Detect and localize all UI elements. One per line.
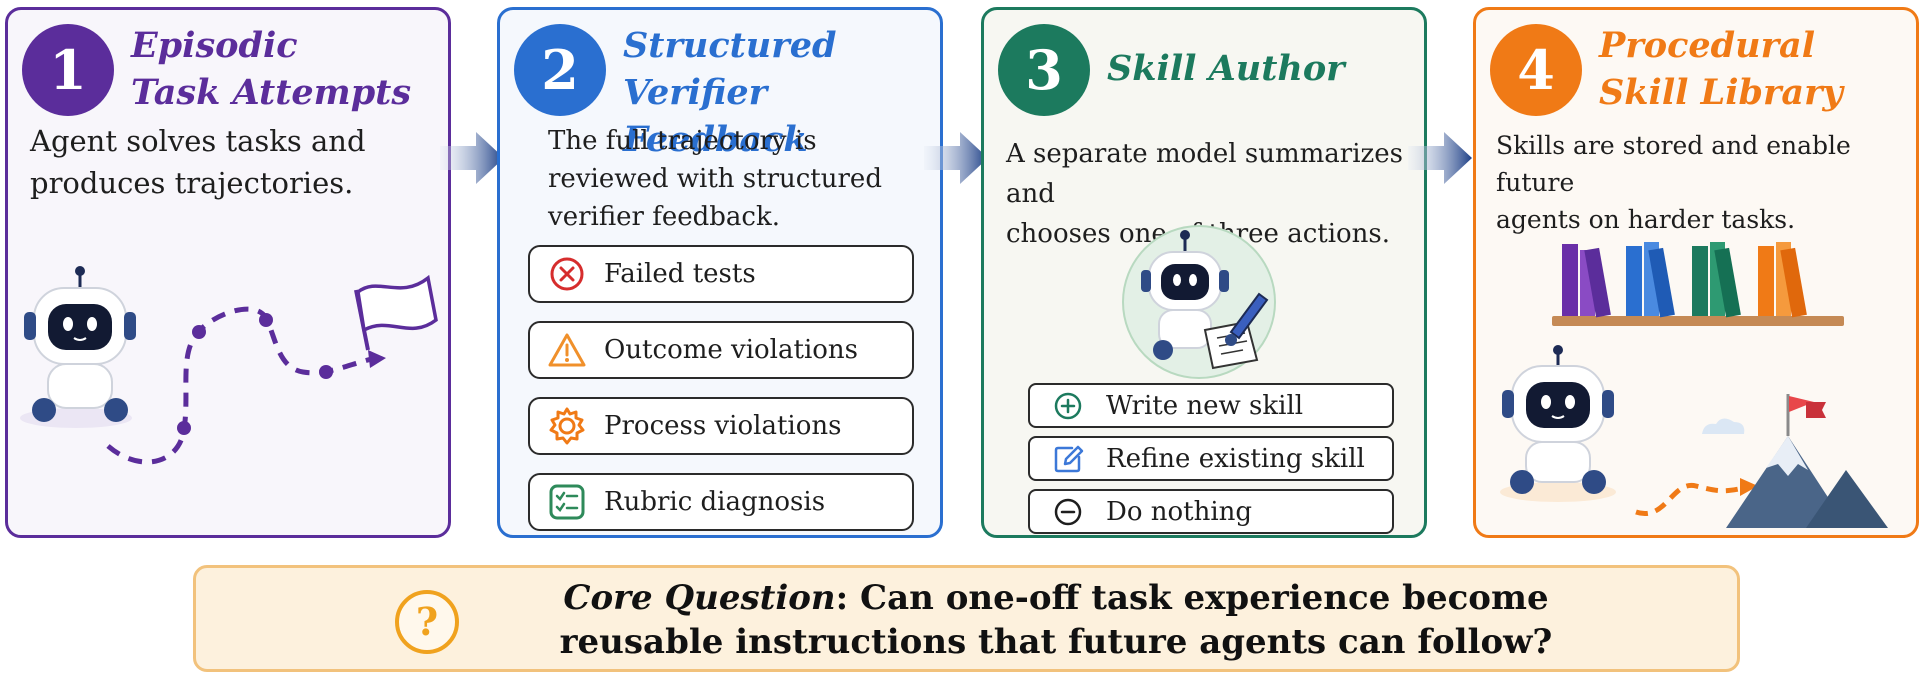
desc-line1: A separate model summarizes and bbox=[1006, 139, 1403, 209]
arrow-right-icon bbox=[1408, 132, 1472, 184]
paper-pen-icon bbox=[1203, 292, 1269, 370]
checklist-icon bbox=[549, 484, 585, 520]
panel-title: Episodic Task Attempts bbox=[131, 22, 411, 116]
flag-icon bbox=[354, 274, 438, 351]
desc-line1: Agent solves tasks and bbox=[30, 124, 366, 158]
bookshelf-icon bbox=[1552, 242, 1844, 326]
panel-title-line1: Structured bbox=[623, 25, 837, 66]
x-circle-icon bbox=[550, 257, 584, 291]
feedback-item-outcome-violations: Outcome violations bbox=[528, 321, 914, 379]
feedback-item-failed-tests: Failed tests bbox=[528, 245, 914, 303]
desc-line3: verifier feedback. bbox=[548, 202, 781, 232]
panel-skill-author: 3 Skill Author A separate model summariz… bbox=[981, 7, 1427, 538]
feedback-label: Process violations bbox=[604, 411, 842, 441]
panel-episodic-task-attempts: 1 Episodic Task Attempts Agent solves ta… bbox=[5, 7, 451, 538]
panel-title-line2: Verifier Feedback bbox=[623, 72, 808, 160]
robot-icon bbox=[1141, 230, 1229, 360]
feedback-item-process-violations: Process violations bbox=[528, 397, 914, 455]
panel-structured-verifier-feedback: 2 Structured Verifier Feedback The full … bbox=[497, 7, 943, 538]
panel-description: Agent solves tasks and produces trajecto… bbox=[30, 120, 366, 204]
action-label: Write new skill bbox=[1106, 390, 1304, 421]
desc-line1: The full trajectory is bbox=[548, 126, 817, 156]
panel-title: Structured Verifier Feedback bbox=[623, 22, 940, 163]
core-question-label: Core Question bbox=[563, 578, 836, 618]
plus-circle-icon bbox=[1054, 392, 1082, 419]
panel-title-line2: Skill Library bbox=[1599, 72, 1843, 113]
desc-line2: reviewed with structured bbox=[548, 164, 882, 194]
panel-description: Skills are stored and enable future agen… bbox=[1496, 127, 1916, 238]
feedback-label: Outcome violations bbox=[604, 335, 859, 365]
step-number-3: 3 bbox=[998, 24, 1090, 116]
gear-icon bbox=[549, 407, 585, 445]
action-label: Refine existing skill bbox=[1106, 443, 1365, 474]
pencil-edit-icon bbox=[1054, 445, 1084, 472]
skill-library-illustration bbox=[1500, 242, 1888, 528]
warning-triangle-icon bbox=[548, 333, 586, 367]
step-number-4: 4 bbox=[1490, 24, 1582, 116]
action-refine-existing-skill: Refine existing skill bbox=[1028, 436, 1394, 481]
action-do-nothing: Do nothing bbox=[1028, 489, 1394, 534]
core-question-line1: Core Question: Can one-off task experien… bbox=[496, 576, 1616, 620]
desc-line2: agents on harder tasks. bbox=[1496, 205, 1796, 234]
svg-text:?: ? bbox=[416, 599, 438, 644]
action-write-new-skill: Write new skill bbox=[1028, 383, 1394, 428]
arrow-right-icon bbox=[440, 132, 504, 184]
panel-title-line1: Skill Author bbox=[1107, 48, 1345, 89]
step-number-2: 2 bbox=[514, 24, 606, 116]
minus-circle-icon bbox=[1054, 498, 1082, 525]
question-circle-icon: ? bbox=[395, 590, 459, 654]
panel-title: Procedural Skill Library bbox=[1599, 22, 1843, 116]
panel-title-line1: Procedural bbox=[1599, 25, 1816, 66]
feedback-item-rubric-diagnosis: Rubric diagnosis bbox=[528, 473, 914, 531]
panel-title-line2: Task Attempts bbox=[131, 72, 412, 113]
feedback-label: Failed tests bbox=[604, 259, 756, 289]
desc-line2: produces trajectories. bbox=[30, 166, 354, 200]
robot-icon bbox=[1500, 345, 1616, 502]
core-question-line1-rest: : Can one-off task experience become bbox=[835, 578, 1549, 618]
mountain-flag-icon bbox=[1702, 394, 1888, 528]
core-question-text: Core Question: Can one-off task experien… bbox=[496, 576, 1616, 664]
core-question-box: ? Core Question: Can one-off task experi… bbox=[193, 565, 1740, 672]
step-number-1: 1 bbox=[22, 24, 114, 116]
panel-title-line1: Episodic bbox=[131, 25, 298, 66]
core-question-line2: reusable instructions that future agents… bbox=[559, 622, 1553, 662]
robot-icon bbox=[20, 266, 136, 428]
robot-writing-illustration bbox=[1122, 225, 1276, 379]
feedback-label: Rubric diagnosis bbox=[604, 487, 826, 517]
panel-title: Skill Author bbox=[1107, 45, 1345, 92]
agent-path-illustration bbox=[20, 266, 438, 465]
arrow-right-icon bbox=[924, 132, 988, 184]
desc-line1: Skills are stored and enable future bbox=[1496, 131, 1851, 197]
action-label: Do nothing bbox=[1106, 496, 1253, 527]
panel-procedural-skill-library: 4 Procedural Skill Library Skills are st… bbox=[1473, 7, 1919, 538]
panel-description: The full trajectory is reviewed with str… bbox=[548, 122, 882, 236]
